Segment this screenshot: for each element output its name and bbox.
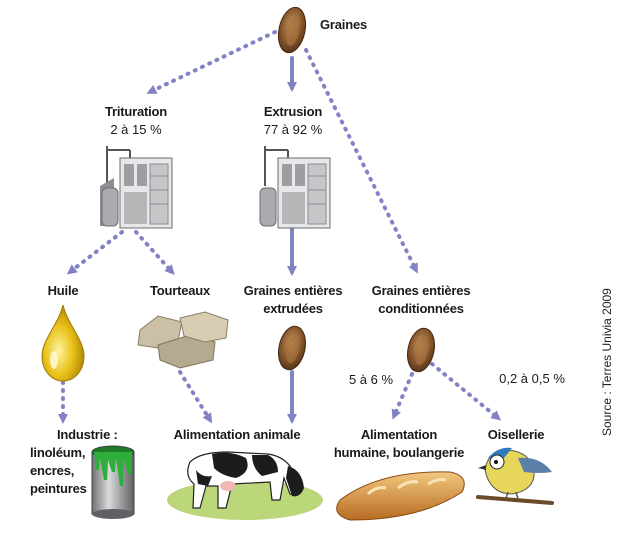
label-alimentation-humaine-line2: humaine, boulangerie: [333, 445, 465, 460]
label-pct-alimentation-humaine: 5 à 6 %: [348, 372, 394, 387]
factory-icon-trituration: [100, 146, 173, 229]
oil-drop-icon: [41, 304, 85, 382]
label-trituration: Trituration: [104, 104, 168, 119]
label-graines-conditionnees-line1: Graines entières: [371, 283, 471, 298]
source-caption: Source : Terres Univia 2009: [600, 288, 614, 436]
label-graines: Graines: [320, 17, 368, 32]
label-alimentation-animale: Alimentation animale: [173, 427, 301, 442]
flow-arrows: [58, 30, 502, 424]
seed-icon-conditionnees: [406, 327, 436, 373]
cow-icon: [167, 451, 323, 520]
arrow-tourteaux-to-alimentation-animale: [178, 370, 213, 424]
label-pct-oisellerie: 0,2 à 0,5 %: [499, 371, 565, 386]
label-alimentation-humaine-line1: Alimentation: [360, 427, 438, 442]
bread-icon: [336, 471, 465, 521]
label-graines-extrudees-line1: Graines entières: [243, 283, 343, 298]
arrow-graines-to-trituration: [146, 30, 277, 94]
label-industrie-line2: linoléum,: [30, 445, 86, 460]
label-oisellerie: Oisellerie: [487, 427, 545, 442]
label-extrusion-pct: 77 à 92 %: [263, 122, 323, 137]
factory-icon-extrusion: [259, 146, 331, 229]
label-industrie-line4: peintures: [30, 481, 87, 496]
arrow-trituration-to-tourteaux: [134, 230, 175, 275]
label-tourteaux: Tourteaux: [149, 283, 211, 298]
seed-icon-extrudees: [277, 325, 307, 371]
label-trituration-pct: 2 à 15 %: [110, 122, 162, 137]
label-industrie-line3: encres,: [30, 463, 75, 478]
paint-can-icon: [91, 445, 135, 519]
arrow-conditionnees-to-alimentation-humaine: [391, 372, 414, 420]
label-graines-conditionnees-line2: conditionnées: [378, 301, 464, 316]
bird-icon: [476, 447, 554, 505]
label-extrusion: Extrusion: [263, 104, 323, 119]
arrow-graines-to-graines-conditionnees: [304, 48, 418, 274]
label-industrie-line1: Industrie :: [57, 427, 118, 442]
label-graines-extrudees-line2: extrudées: [263, 301, 323, 316]
seed-icon-graines: [277, 6, 307, 54]
arrow-trituration-to-huile: [66, 230, 124, 275]
label-huile: Huile: [47, 283, 79, 298]
arrow-conditionnees-to-oisellerie: [430, 362, 502, 421]
tourteaux-icon: [137, 311, 229, 369]
